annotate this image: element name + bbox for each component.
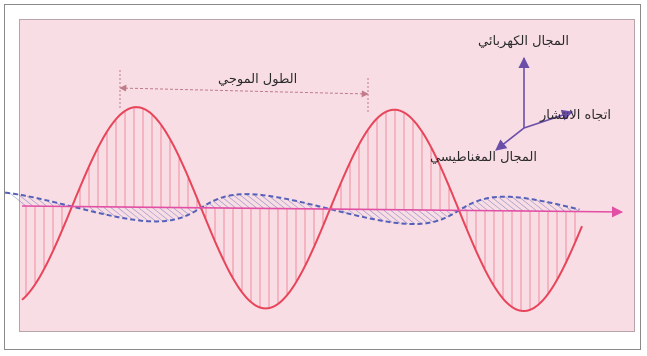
magnetic-vector-line bbox=[213, 201, 222, 208]
magnetic-vector-line bbox=[486, 198, 502, 210]
magnetic-vector-line bbox=[152, 207, 169, 220]
magnetic-vector-line bbox=[222, 197, 236, 208]
magnetic-vector-line bbox=[425, 210, 438, 221]
propagation-direction-label: اتجاه الانتشار bbox=[540, 108, 611, 123]
magnetic-vector-line bbox=[418, 210, 433, 222]
magnetic-vector-line bbox=[228, 196, 243, 208]
magnetic-vector-line bbox=[481, 200, 495, 211]
magnetic-vector-line bbox=[404, 210, 422, 224]
magnetic-vector-line bbox=[173, 208, 184, 217]
magnetic-vector-line bbox=[145, 207, 163, 221]
magnetic-vector-line bbox=[159, 207, 174, 219]
magnetic-vector-line bbox=[166, 207, 180, 218]
magnetic-vector-line bbox=[476, 201, 488, 210]
magnetic-vector-line bbox=[390, 210, 408, 224]
magnetic-vector-line bbox=[138, 207, 156, 221]
magnetic-vector-line bbox=[246, 194, 264, 208]
magnetic-vector-line bbox=[239, 194, 257, 208]
magnetic-vector-line bbox=[397, 210, 415, 224]
magnetic-vector-line bbox=[498, 197, 516, 211]
magnetic-field-label: المجال المغناطيسي bbox=[430, 150, 537, 165]
magnetic-vector-line bbox=[411, 210, 428, 223]
electric-field-label: المجال الكهربائي bbox=[478, 34, 569, 49]
magnetic-vector-line bbox=[439, 210, 447, 217]
wavelength-dimension-line bbox=[120, 88, 368, 94]
magnetic-vector-line bbox=[492, 198, 509, 211]
magnetic-vector-line bbox=[432, 210, 443, 219]
magnetic-vector-line bbox=[383, 210, 400, 224]
magnetic-vector-line bbox=[180, 208, 189, 215]
magnetic-vector-line bbox=[505, 197, 523, 211]
magnetic-field-axis-arrow bbox=[496, 128, 524, 150]
magnetic-vector-line bbox=[218, 199, 229, 208]
magnetic-vector-line bbox=[233, 195, 250, 208]
wavelength-label: الطول الموجي bbox=[218, 72, 297, 87]
